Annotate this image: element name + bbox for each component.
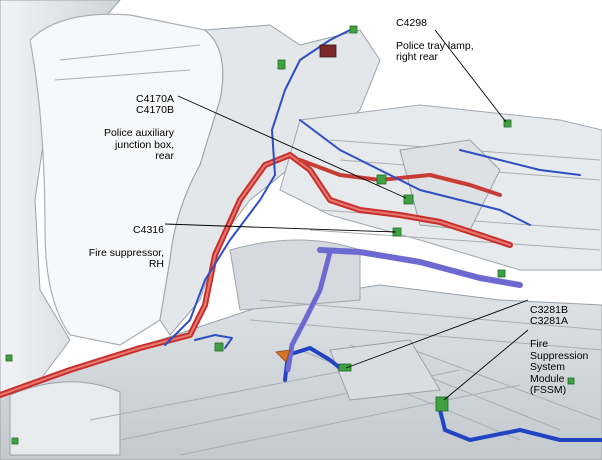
blue-harness-right bbox=[459, 149, 581, 176]
connector-green-icon bbox=[497, 269, 506, 278]
connector-green-icon bbox=[376, 174, 387, 185]
connector-description: Fire Suppression System Module (FSSM) bbox=[530, 338, 589, 396]
connectors bbox=[5, 25, 575, 445]
connector-green-icon bbox=[338, 363, 352, 372]
connector-green-icon bbox=[403, 194, 414, 205]
red-harness-highlight bbox=[0, 154, 511, 396]
connector-green-icon bbox=[503, 119, 512, 128]
blue-harness-bottom-right bbox=[438, 408, 602, 442]
callout-c4170: C4170A C4170B Police auxiliary junction … bbox=[96, 82, 174, 174]
red-harness-branch bbox=[298, 158, 502, 197]
leader-lines bbox=[164, 29, 529, 401]
blue-harness-lower-left bbox=[194, 334, 233, 349]
callout-c4298: C4298 Police tray lamp, right rear bbox=[396, 6, 474, 75]
connector-id: C4170A C4170B bbox=[136, 92, 174, 116]
harnesses bbox=[0, 29, 602, 442]
bracket-lower-center bbox=[329, 339, 441, 401]
blue-harness-deck bbox=[299, 119, 531, 226]
connector-green-icon bbox=[349, 25, 358, 34]
grommet-orange-icon bbox=[275, 349, 291, 363]
connector-green-icon bbox=[277, 59, 286, 70]
connector-id: C4298 bbox=[396, 16, 427, 29]
leader-c4316 bbox=[164, 223, 397, 233]
connector-green-icon bbox=[214, 342, 224, 352]
leader-c4298 bbox=[434, 29, 507, 123]
purple-harness bbox=[317, 247, 523, 288]
connector-green-icon bbox=[11, 437, 19, 445]
purple-harness-drop bbox=[285, 249, 333, 373]
connector-id: C3281B C3281A bbox=[530, 303, 568, 327]
junction-box bbox=[319, 44, 337, 58]
callout-c4316: C4316 Fire suppressor, RH bbox=[80, 213, 164, 282]
connector-description: Fire suppressor, RH bbox=[88, 246, 164, 270]
callout-c3281: C3281B C3281A Fire Suppression System Mo… bbox=[530, 293, 602, 408]
connector-green-icon bbox=[567, 377, 575, 385]
connector-description: Police tray lamp, right rear bbox=[396, 39, 474, 63]
connector-description: Police auxiliary junction box, rear bbox=[103, 127, 174, 162]
lower-left-wheelwell bbox=[9, 381, 121, 456]
blue-harness-left bbox=[164, 174, 276, 346]
bracket-upper-right bbox=[399, 139, 501, 231]
leader-c3281b bbox=[345, 299, 529, 369]
connector-green-icon bbox=[435, 396, 449, 412]
connector-green-icon bbox=[5, 354, 13, 362]
leader-c3281a bbox=[443, 329, 529, 401]
blue-harness-upper bbox=[271, 29, 351, 176]
leader-c4170 bbox=[177, 95, 407, 199]
connector-id: C4316 bbox=[133, 223, 164, 236]
